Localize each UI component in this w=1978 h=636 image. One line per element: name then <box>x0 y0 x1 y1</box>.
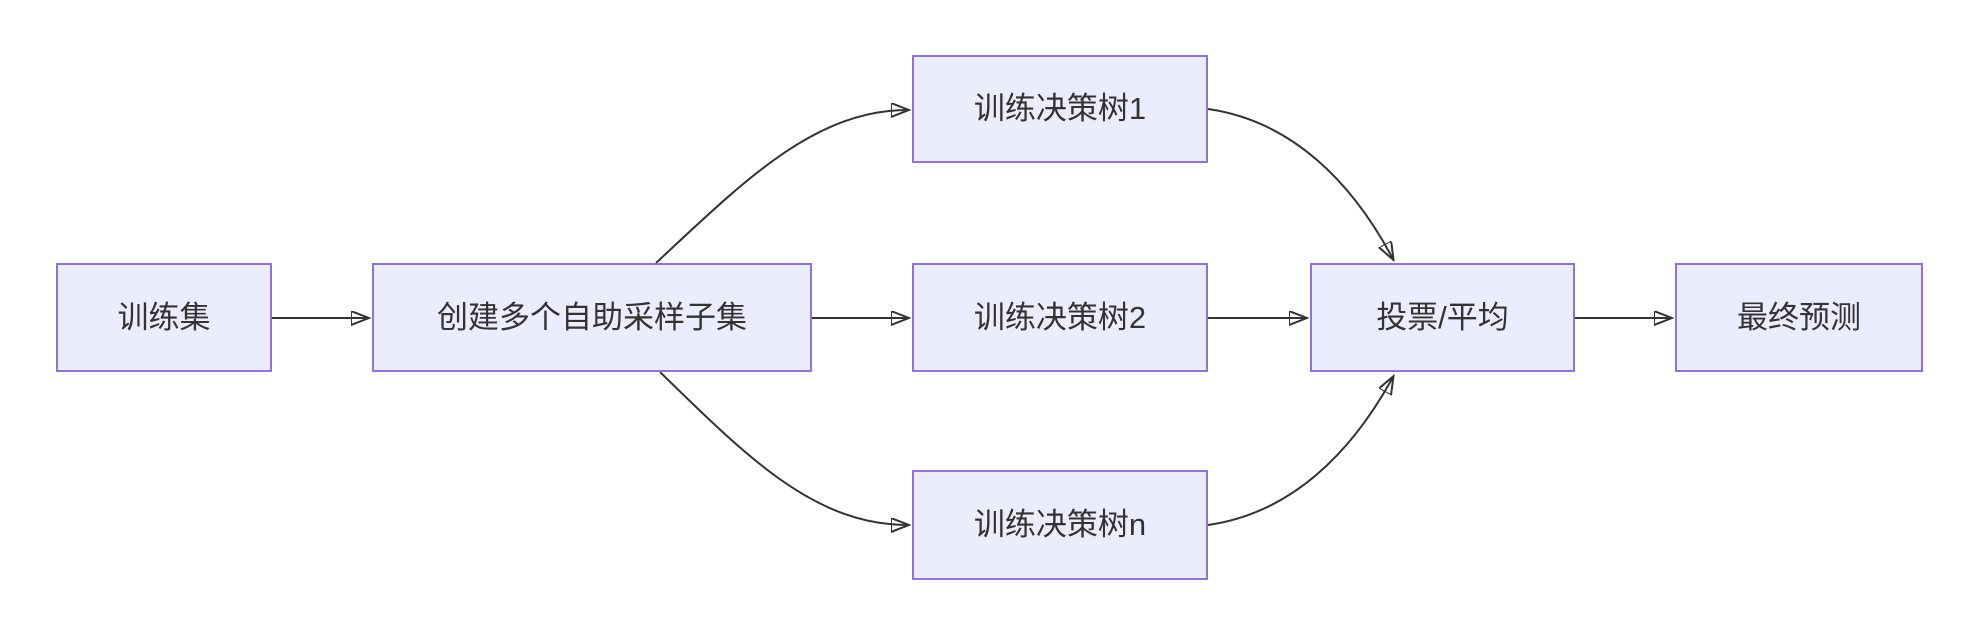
node-tree-n-label: 训练决策树n <box>973 507 1147 543</box>
node-bootstrap-label: 创建多个自助采样子集 <box>437 299 747 335</box>
node-training-set: 训练集 <box>56 263 272 372</box>
edge-bootstrap-to-treen <box>659 371 908 525</box>
node-vote-average-label: 投票/平均 <box>1376 299 1509 335</box>
node-training-set-label: 训练集 <box>117 299 211 335</box>
edge-treen-to-vote <box>1207 377 1393 526</box>
node-tree-1-label: 训练决策树1 <box>973 91 1147 127</box>
node-tree-n: 训练决策树n <box>912 470 1208 580</box>
node-final-prediction-label: 最终预测 <box>1737 299 1861 335</box>
node-vote-average: 投票/平均 <box>1310 263 1575 372</box>
edge-bootstrap-to-tree1 <box>655 110 908 264</box>
edge-tree1-to-vote <box>1207 108 1393 259</box>
node-tree-1: 训练决策树1 <box>912 55 1208 163</box>
node-bootstrap: 创建多个自助采样子集 <box>372 263 812 372</box>
node-tree-2-label: 训练决策树2 <box>973 299 1147 335</box>
node-tree-2: 训练决策树2 <box>912 263 1208 372</box>
node-final-prediction: 最终预测 <box>1675 263 1923 372</box>
